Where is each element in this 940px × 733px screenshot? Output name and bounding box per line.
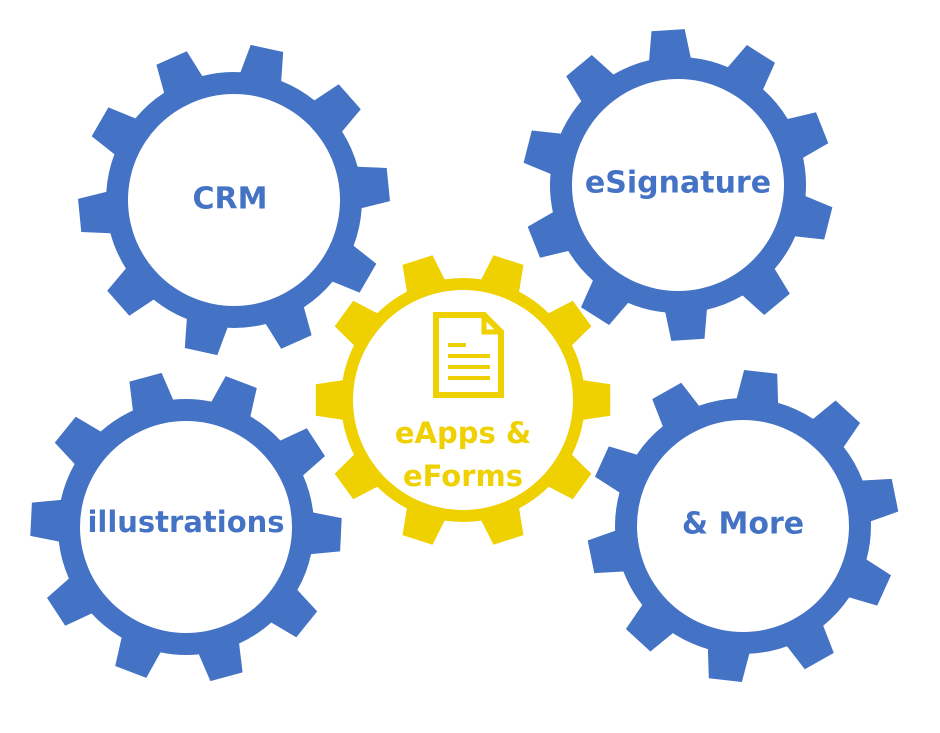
gear-illustrations: illustrations: [30, 372, 342, 682]
gear-crm: CRM: [78, 44, 390, 356]
document-icon: [433, 312, 504, 398]
gear-more: & More: [587, 370, 899, 682]
gear-more-center: [637, 420, 849, 632]
gear-esignature-center: [572, 79, 784, 291]
gear-esignature-label: eSignature: [585, 166, 771, 201]
gear-eapps-eforms-label-line2: eForms: [403, 459, 523, 493]
gear-crm-center: [128, 94, 340, 306]
gear-eapps-eforms-center: [353, 290, 573, 510]
gear-more-label: & More: [682, 507, 804, 542]
gear-illustrations-center: [80, 421, 292, 633]
gear-esignature: eSignature: [523, 29, 833, 341]
gear-eapps-eforms-label-line1: eApps &: [395, 416, 531, 450]
gear-illustrations-label: illustrations: [87, 505, 284, 539]
gear-eapps-eforms: eApps & eForms: [315, 255, 611, 545]
gear-crm-label: CRM: [193, 182, 268, 217]
